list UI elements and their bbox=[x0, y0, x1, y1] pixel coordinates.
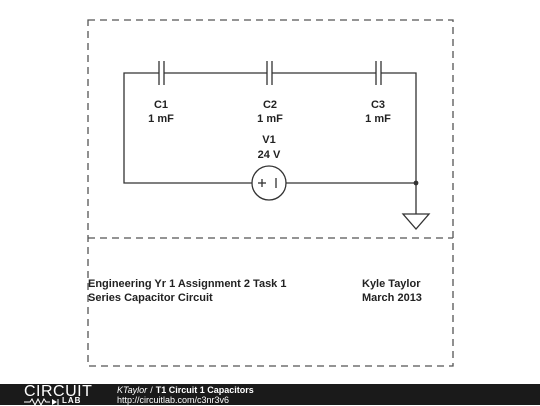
v1-name-label: V1 bbox=[262, 134, 275, 146]
c3-value-label: 1 mF bbox=[365, 113, 391, 125]
title-block-author: Kyle Taylor bbox=[362, 278, 421, 290]
footer-bar: CIRCUIT LAB KTaylor/T1 Circuit 1 Capacit… bbox=[0, 383, 540, 406]
voltage-source-v1[interactable] bbox=[251, 165, 287, 201]
resistor-wave-icon bbox=[24, 398, 59, 406]
title-block-line2: Series Capacitor Circuit bbox=[88, 292, 213, 304]
capacitor-c3[interactable] bbox=[375, 61, 382, 85]
c1-value-label: 1 mF bbox=[148, 113, 174, 125]
sheet-frame bbox=[87, 19, 454, 367]
v1-value-label: 24 V bbox=[258, 149, 281, 161]
footer-circuit-title[interactable]: T1 Circuit 1 Capacitors bbox=[155, 385, 254, 395]
footer-title-line: KTaylor/T1 Circuit 1 Capacitors bbox=[117, 385, 254, 395]
title-block-date: March 2013 bbox=[362, 292, 422, 304]
footer-url-link[interactable]: http://circuitlab.com/c3nr3v6 bbox=[117, 395, 230, 405]
footer-separator: / bbox=[150, 385, 153, 395]
ground-symbol[interactable] bbox=[401, 213, 431, 230]
capacitor-c2[interactable] bbox=[266, 61, 273, 85]
circuitlab-logo-text[interactable]: CIRCUIT bbox=[24, 383, 93, 400]
c2-value-label: 1 mF bbox=[257, 113, 283, 125]
footer-author-link[interactable]: KTaylor bbox=[117, 385, 148, 395]
circuit-wires bbox=[123, 72, 417, 214]
c3-name-label: C3 bbox=[371, 99, 385, 111]
c1-name-label: C1 bbox=[154, 99, 168, 111]
capacitor-c1[interactable] bbox=[158, 61, 165, 85]
title-block-line1: Engineering Yr 1 Assignment 2 Task 1 bbox=[88, 278, 286, 290]
schematic-canvas: C1 1 mF C2 1 mF C3 1 mF V1 24 V Engineer… bbox=[87, 19, 454, 367]
c2-name-label: C2 bbox=[263, 99, 277, 111]
circuitlab-logo-lab: LAB bbox=[62, 396, 82, 405]
junction-node bbox=[413, 180, 419, 186]
